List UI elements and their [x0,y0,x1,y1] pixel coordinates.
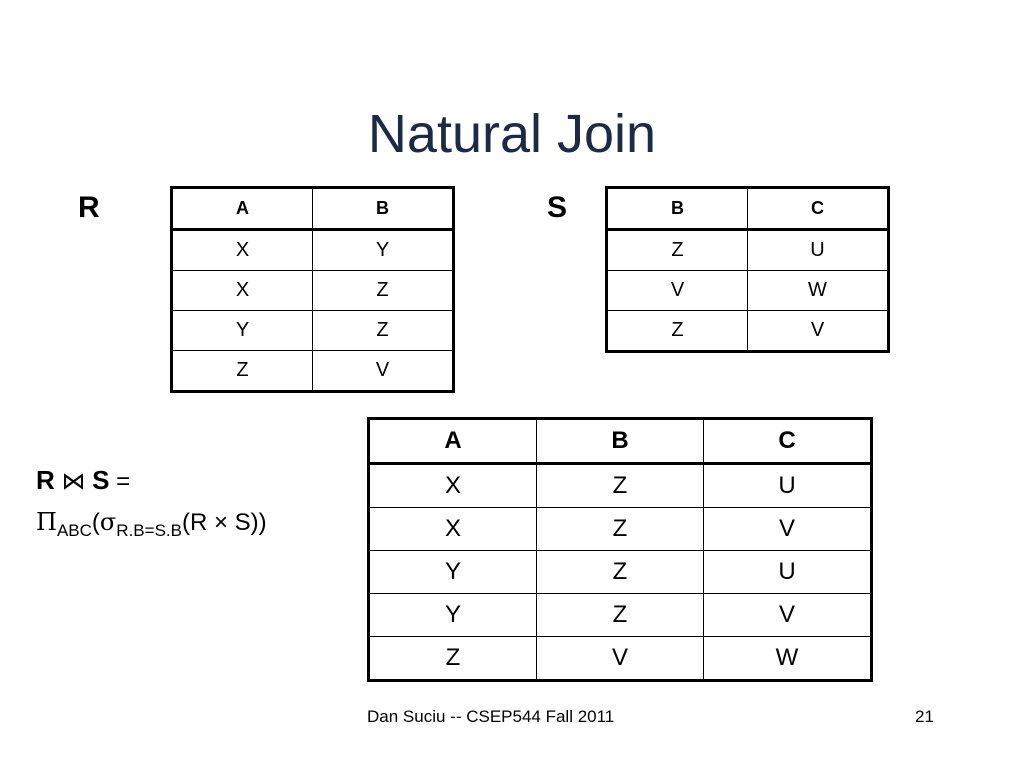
slide-title: Natural Join [367,104,657,164]
projection-icon: Π [36,508,57,536]
table-row: X Z V [368,507,872,551]
natural-join-icon: ⋈ [61,467,86,495]
formula-equals: = [116,468,131,495]
table-cell: Z [536,593,704,637]
relation-r-table: A B X Y X Z Y Z Z V [170,186,455,393]
table-cell: Z [536,550,704,594]
table-cell: X [368,507,537,551]
table-row: X Y [171,229,454,271]
table-cell: V [312,350,454,392]
relation-s-label: S [547,191,568,224]
formula-line-expression: ΠABC(σR.B=S.B(R × S)) [36,502,267,551]
table-cell: Y [171,310,313,351]
join-formula: R ⋈ S = ΠABC(σR.B=S.B(R × S)) [36,460,267,551]
table-cell: Z [312,270,454,311]
formula-line-join: R ⋈ S = [36,460,267,502]
table-cell: W [747,270,889,311]
table-header-row: A B [171,187,454,231]
table-cell: U [703,463,872,508]
table-row: Z V [606,310,889,352]
table-cell: V [606,270,748,311]
table-cell: Z [312,310,454,351]
table-cell: Z [536,463,704,508]
table-header-row: B C [606,187,889,231]
table-row: Z V W [368,636,872,681]
page-number: 21 [915,707,934,726]
join-result-table: A B C X Z U X Z V Y Z U Y Z V Z V W [367,417,873,682]
table-cell: Z [171,350,313,392]
table-row: Z U [606,229,889,271]
table-cell: Y [312,229,454,271]
table-row: Z V [171,350,454,392]
table-header-row: A B C [368,418,872,465]
relation-s-table: B C Z U V W Z V [605,186,890,353]
projection-subscript: ABC [56,521,92,540]
table-cell: V [536,636,704,681]
table-row: X Z U [368,463,872,508]
table-cell: V [703,593,872,637]
formula-inner-product: (R × S)) [181,509,267,536]
table-row: X Z [171,270,454,311]
table-cell: U [703,550,872,594]
table-cell: Y [368,550,537,594]
table-row: Y Z [171,310,454,351]
formula-s: S [92,465,110,495]
header-cell: B [536,418,704,465]
table-cell: U [747,229,889,271]
table-cell: Z [368,636,537,681]
table-cell: X [171,270,313,311]
header-cell: B [312,187,454,231]
header-cell: B [606,187,748,231]
header-cell: A [368,418,537,465]
formula-open-paren: ( [91,509,100,536]
table-row: Y Z U [368,550,872,594]
relation-r-label: R [78,191,100,224]
table-row: V W [606,270,889,311]
selection-subscript: R.B=S.B [116,521,182,540]
table-cell: Z [606,229,748,271]
table-cell: X [368,463,537,508]
table-row: Y Z V [368,593,872,637]
table-cell: V [747,310,889,352]
selection-icon: σ [99,508,117,536]
table-cell: X [171,229,313,271]
table-cell: Z [536,507,704,551]
header-cell: C [703,418,872,465]
footer-credit: Dan Suciu -- CSEP544 Fall 2011 [367,707,615,726]
header-cell: A [171,187,313,231]
table-cell: Y [368,593,537,637]
table-cell: W [703,636,872,681]
header-cell: C [747,187,889,231]
table-cell: V [703,507,872,551]
table-cell: Z [606,310,748,352]
formula-r: R [36,465,55,495]
